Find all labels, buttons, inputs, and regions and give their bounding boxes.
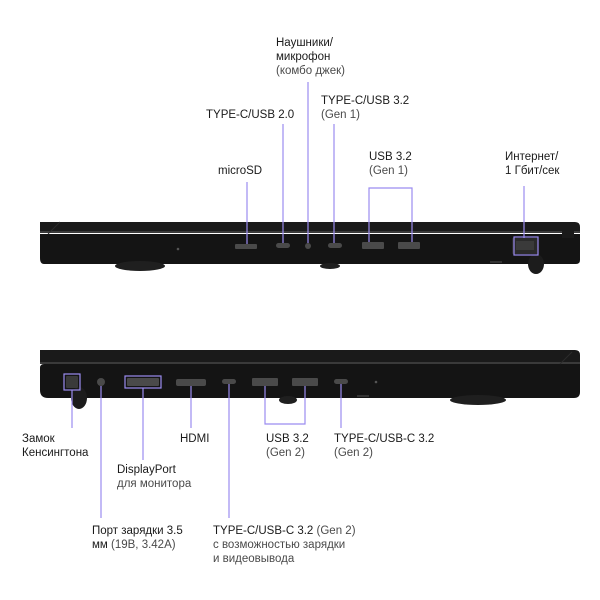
usb32-port-2 [398, 242, 420, 249]
label-usb32-gen2: USB 3.2 (Gen 2) [266, 433, 309, 459]
label-microsd: microSD [218, 165, 263, 177]
label-hdmi: HDMI [180, 433, 210, 445]
label-typec-charge: TYPE-C/USB-C 3.2 (Gen 2) с возможностью … [213, 525, 356, 565]
typec-usb32-port [328, 243, 342, 248]
label-typec-usbc32: TYPE-C/USB-C 3.2 (Gen 2) [334, 433, 435, 459]
label-typec-usb2: TYPE-C/USB 2.0 [206, 109, 295, 121]
label-headphone: Наушники/ микрофон (комбо джек) [276, 37, 345, 77]
displayport-port [127, 378, 159, 386]
label-internet: Интернет/ 1 Гбит/сек [505, 151, 560, 177]
top-leader-lines [246, 82, 539, 256]
top-ports [235, 238, 538, 254]
microsd-slot [235, 244, 257, 249]
bottom-ports [66, 376, 348, 388]
usb32-gen2-port-2 [292, 378, 318, 386]
label-kensington: Замок Кенсингтона [22, 433, 89, 459]
kensington-slot [66, 376, 78, 388]
bottom-leader-lines [63, 373, 342, 518]
label-charge-port: Порт зарядки 3.5 мм (19В, 3.42А) [92, 525, 183, 551]
label-typec-usb32-top: TYPE-C/USB 3.2 (Gen 1) [321, 95, 410, 121]
typec-charge-port [222, 379, 236, 384]
typec-usb2-port [276, 243, 290, 248]
charge-port [97, 378, 105, 386]
headphone-jack [305, 243, 311, 249]
usb32-gen2-port-1 [252, 378, 278, 386]
usb32-port-1 [362, 242, 384, 249]
label-usb32-gen1: USB 3.2 (Gen 1) [369, 151, 412, 177]
hdmi-port [176, 379, 206, 386]
typec-usbc32-port [334, 379, 348, 384]
label-displayport: DisplayPort для монитора [117, 464, 192, 490]
laptop-side-top [40, 221, 580, 274]
